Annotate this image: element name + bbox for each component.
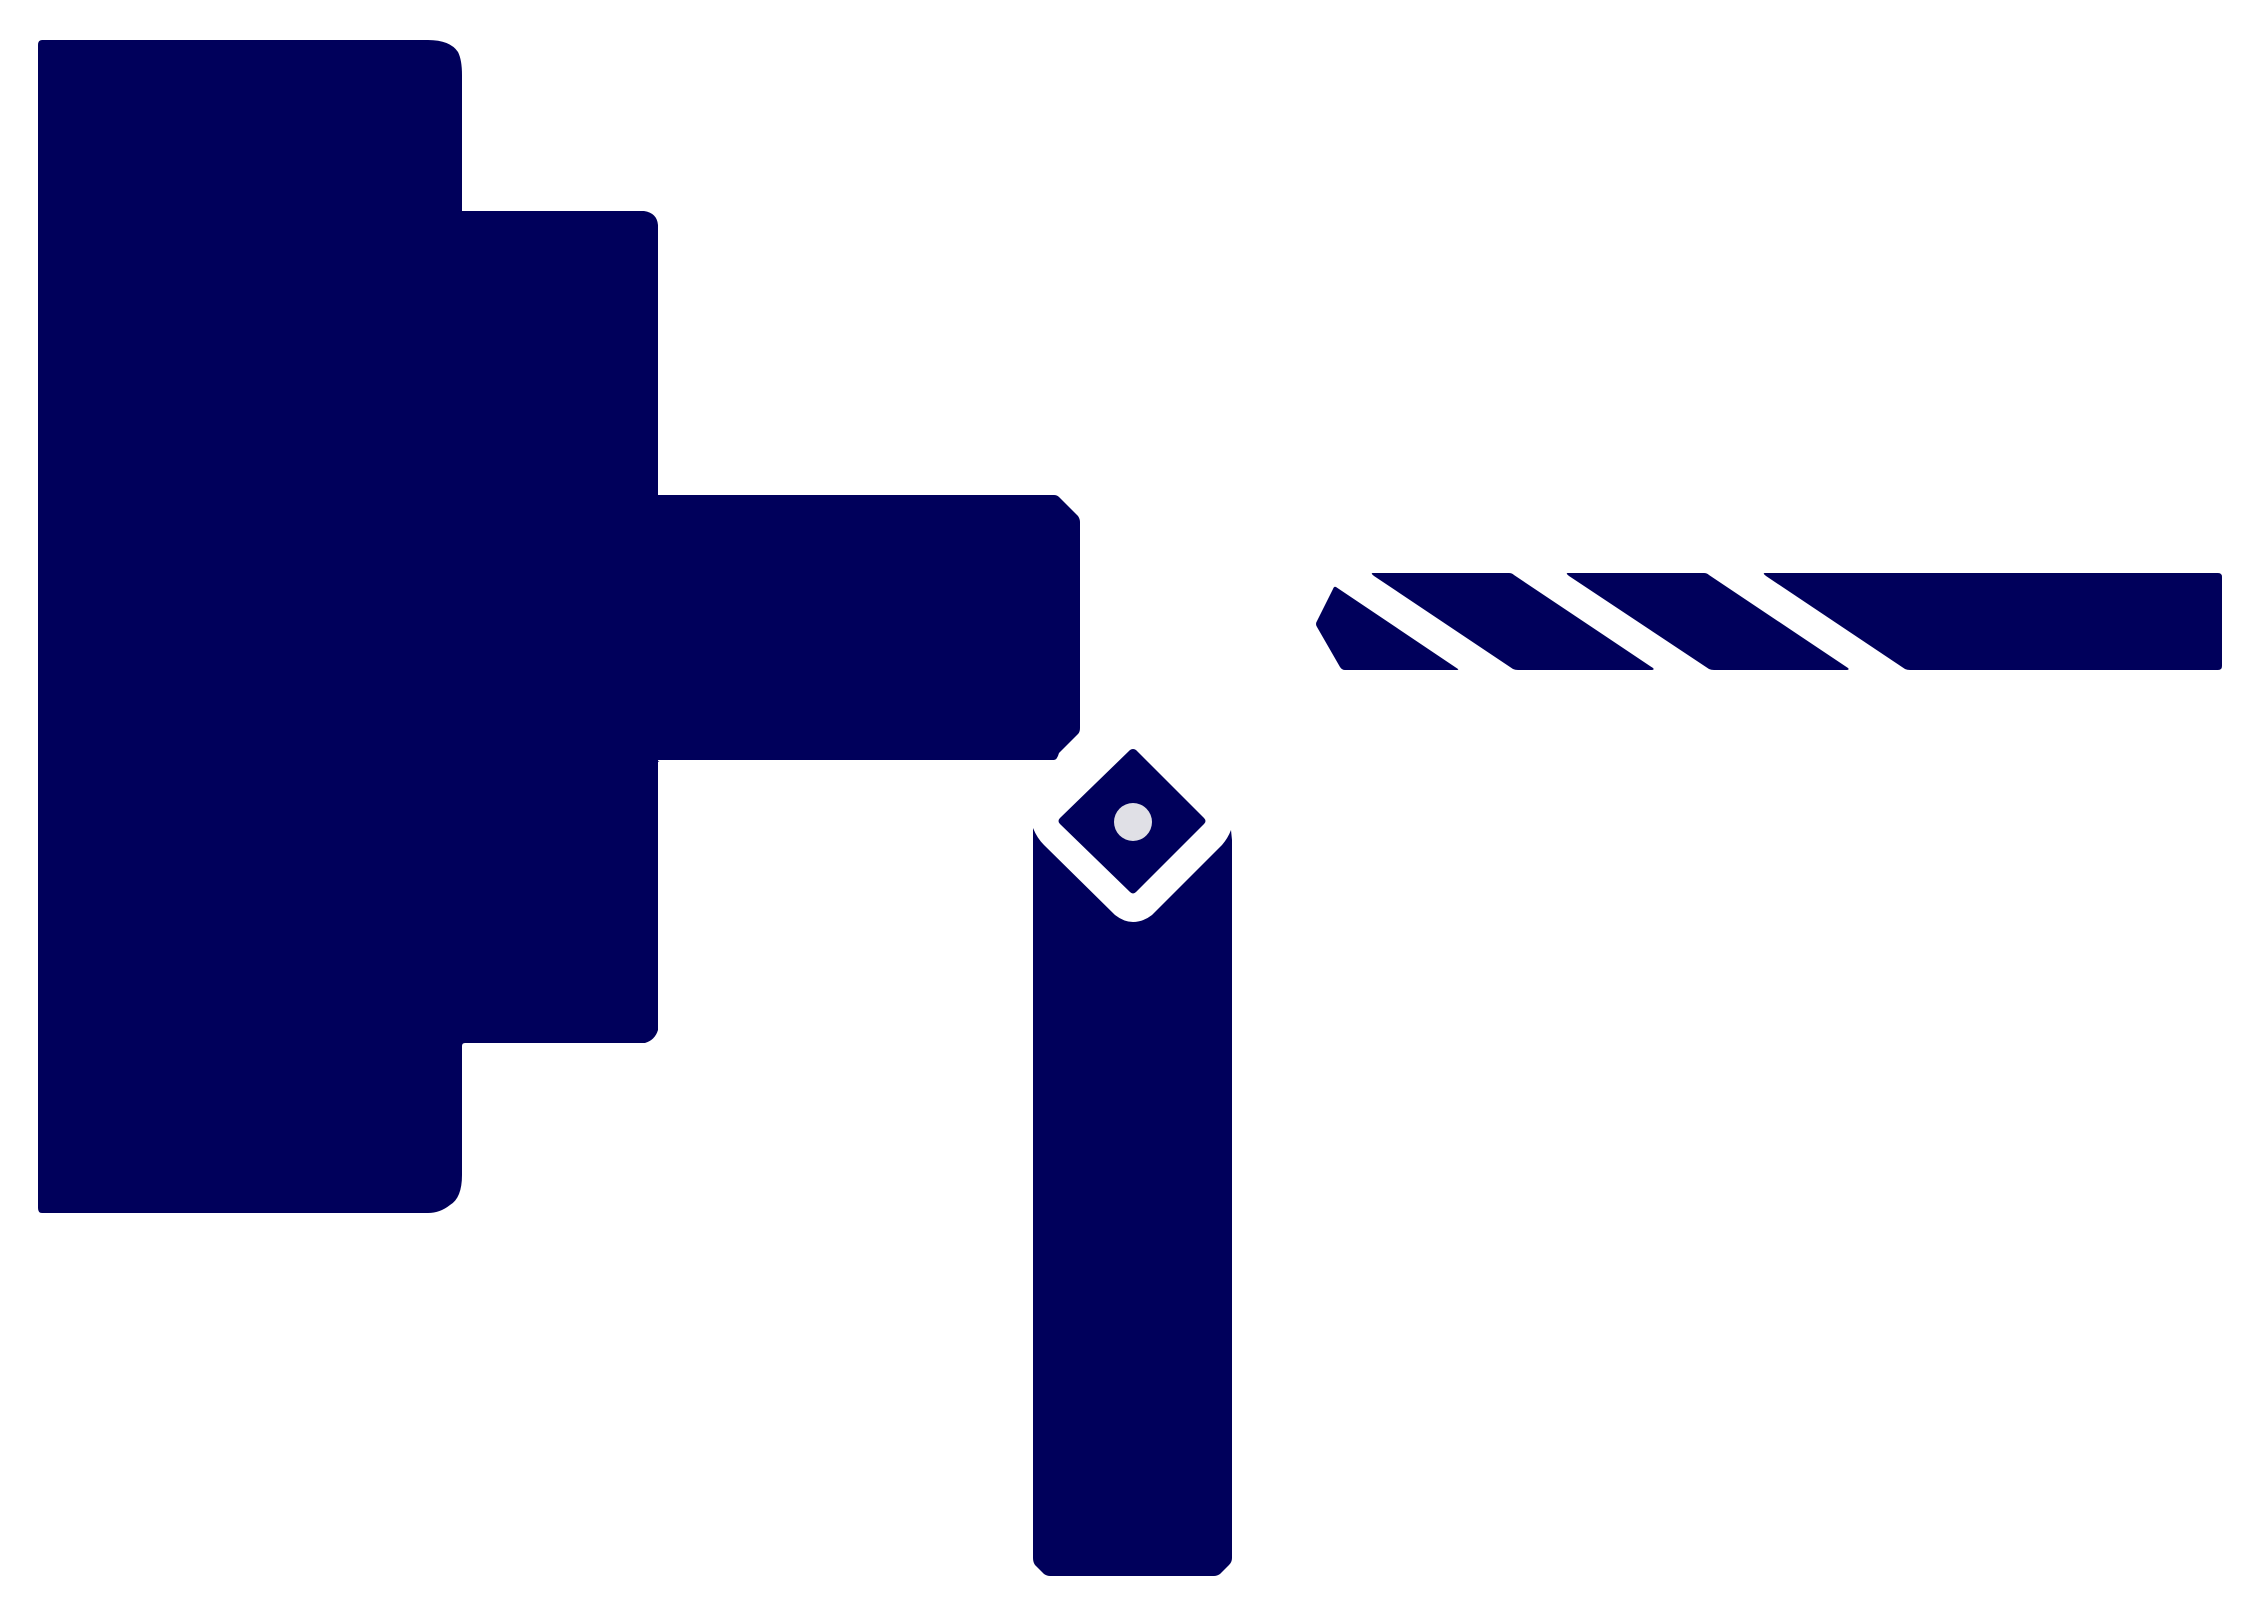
vertical-post (1033, 828, 1232, 1576)
pivot-dot (1114, 803, 1152, 841)
striped-rod-tip (1316, 586, 1459, 670)
striped-rod-shaft (1763, 573, 2222, 670)
striped-rod-segment-1 (1371, 573, 1654, 670)
stepped-holder (38, 40, 660, 1213)
striped-rod-segment-2 (1566, 573, 1849, 670)
extension-arm (656, 495, 1080, 760)
